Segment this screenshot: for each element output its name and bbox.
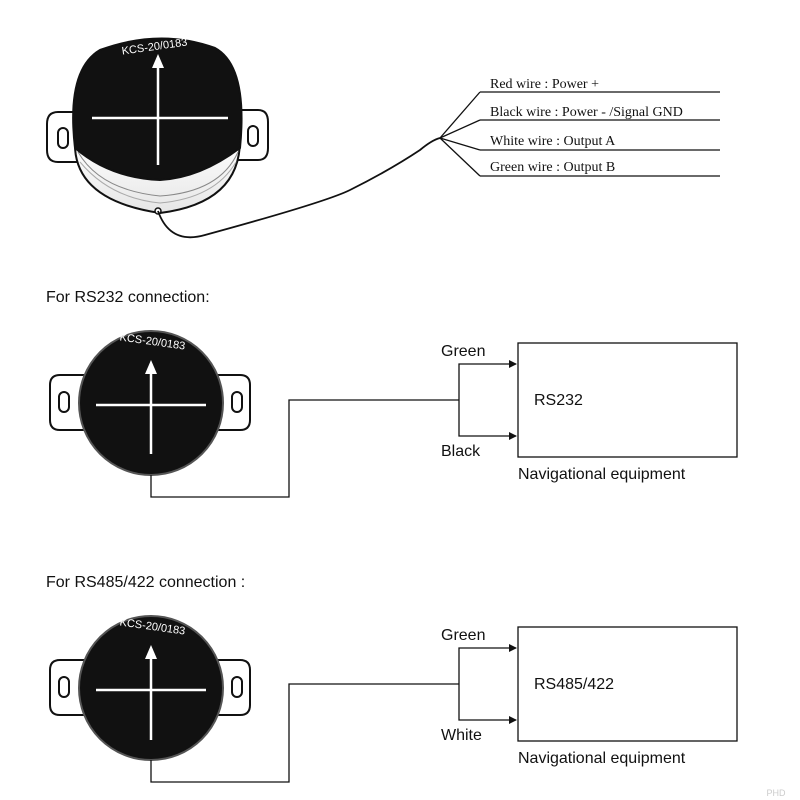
wire-label-white: White wire : Output A <box>490 134 616 149</box>
rs232-equipment-label: RS232 <box>534 392 583 409</box>
rs232-heading: For RS232 connection: <box>46 289 210 306</box>
top-sensor-arrow-head <box>152 54 164 68</box>
rs232-sensor: KCS-20/0183 <box>49 330 251 476</box>
rs232-wire-green-label: Green <box>441 343 485 360</box>
rs232-sensor-arrow-head <box>145 360 157 374</box>
wire-fan <box>439 91 720 177</box>
rs485-sensor: KCS-20/0183 <box>49 615 251 761</box>
rs485-heading: For RS485/422 connection : <box>46 574 245 591</box>
top-sensor-left-hole <box>57 127 69 149</box>
top-sensor-right-hole <box>247 125 259 147</box>
rs485-sensor-right-hole <box>231 676 243 698</box>
rs485-wire-white-label: White <box>441 727 482 744</box>
rs485-sensor-arrow-head <box>145 645 157 659</box>
rs485-equipment-label: RS485/422 <box>534 676 614 693</box>
rs485-equipment-box <box>517 626 738 742</box>
rs232-sensor-right-hole <box>231 391 243 413</box>
rs232-wire-black-label: Black <box>441 443 481 460</box>
rs485-cable <box>150 644 517 783</box>
top-sensor: KCS-20/0183 <box>46 36 441 239</box>
rs485-sensor-left-hole <box>58 676 70 698</box>
wire-label-black: Black wire : Power - /Signal GND <box>490 105 683 120</box>
wire-label-red: Red wire : Power + <box>490 77 599 92</box>
rs485-equipment-caption: Navigational equipment <box>518 750 686 767</box>
rs485-wire-green-label: Green <box>441 627 485 644</box>
rs232-equipment-box <box>517 342 738 458</box>
rs232-sensor-left-hole <box>58 391 70 413</box>
rs232-cable <box>150 360 517 498</box>
wire-label-green: Green wire : Output B <box>490 160 615 175</box>
rs232-equipment-caption: Navigational equipment <box>518 466 686 483</box>
watermark: PHD <box>766 788 786 798</box>
top-sensor-cable <box>157 137 441 239</box>
